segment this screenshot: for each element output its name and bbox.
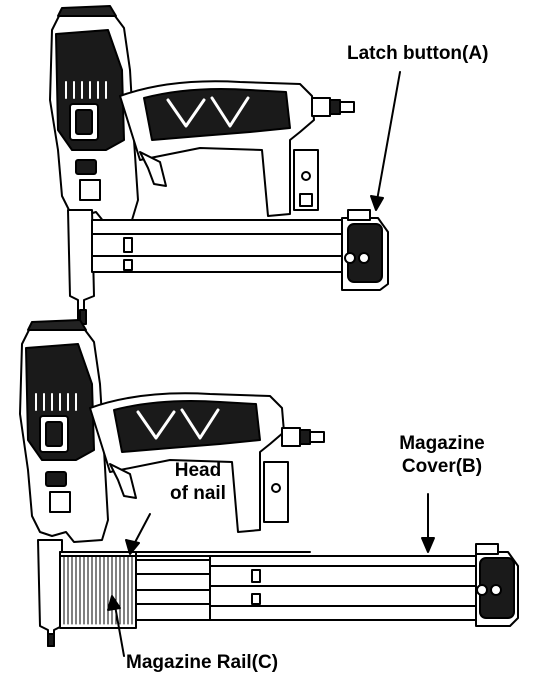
- latch-arrow: [375, 71, 401, 207]
- magazine-rail-nails: [59, 551, 137, 629]
- trigger: [139, 151, 167, 187]
- nailer-closed: [49, 5, 401, 325]
- head-of-nail-label-line1: Head: [174, 460, 222, 481]
- latch-button-label: Latch button(A): [347, 43, 489, 64]
- head-of-nail-label-line2: of nail: [170, 483, 226, 504]
- magazine-rail-label: Magazine Rail(C): [126, 652, 279, 673]
- nailer-open: [19, 319, 519, 657]
- magazine-cover-label-line1: Magazine: [399, 433, 485, 454]
- nose: [67, 209, 95, 323]
- air-fitting: [311, 97, 355, 117]
- magazine-cover-label-line2: Cover(B): [401, 456, 483, 477]
- nail-strip: [63, 555, 133, 625]
- head-fins: [65, 81, 107, 99]
- head-of-nail-label: Head of nail: [160, 459, 236, 505]
- magazine-closed: [91, 219, 343, 273]
- nailer-top-cap: [57, 5, 117, 17]
- handle-grip: [143, 88, 291, 141]
- magazine-cover-label: Magazine Cover(B): [372, 432, 512, 478]
- latch-button: [347, 209, 371, 221]
